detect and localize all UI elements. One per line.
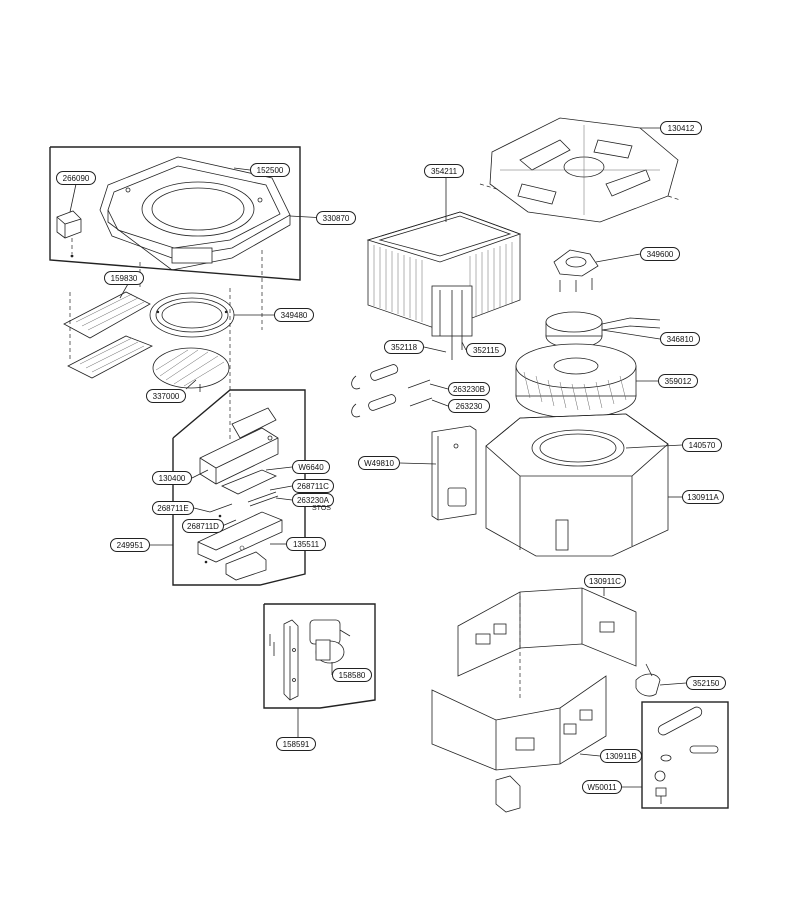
part-label-STOS: STOS bbox=[312, 505, 331, 512]
part-label-W6640: W6640 bbox=[292, 460, 330, 474]
part-label-359012: 359012 bbox=[658, 374, 698, 388]
drain-pump-group-frame bbox=[263, 603, 376, 709]
accessory-kit-frame bbox=[641, 701, 729, 809]
part-label-130911C: 130911C bbox=[584, 574, 626, 588]
part-label-354211: 354211 bbox=[424, 164, 464, 178]
control-box-group-frame bbox=[172, 389, 306, 586]
part-label-352115: 352115 bbox=[466, 343, 506, 357]
motor-mount-part bbox=[553, 249, 599, 292]
control-box-base-part bbox=[197, 503, 283, 581]
fan-motor-part bbox=[545, 311, 661, 349]
part-label-346810: 346810 bbox=[660, 332, 700, 346]
fan-guard-grille-part bbox=[152, 347, 230, 392]
leader-lines bbox=[69, 127, 687, 788]
turbo-fan-part bbox=[515, 343, 637, 419]
sensor-and-clip-parts bbox=[351, 364, 433, 418]
side-panel-lower-part bbox=[431, 675, 607, 813]
part-label-W50011: W50011 bbox=[582, 780, 622, 794]
part-label-158580: 158580 bbox=[332, 668, 372, 682]
side-panel-upper-part bbox=[457, 587, 637, 700]
part-label-330870: 330870 bbox=[316, 211, 356, 225]
part-label-263230: 263230 bbox=[448, 399, 490, 413]
top-mounting-plate-part bbox=[479, 117, 681, 223]
part-label-263230A: 263230A bbox=[292, 493, 334, 507]
part-label-140570: 140570 bbox=[682, 438, 722, 452]
part-label-349480: 349480 bbox=[274, 308, 314, 322]
part-label-352150: 352150 bbox=[686, 676, 726, 690]
part-label-266090: 266090 bbox=[56, 171, 96, 185]
part-label-W49810: W49810 bbox=[358, 456, 400, 470]
part-label-130412: 130412 bbox=[660, 121, 702, 135]
part-label-130911B: 130911B bbox=[600, 749, 642, 763]
drain-pan-group-frame bbox=[49, 146, 301, 281]
part-label-158591: 158591 bbox=[276, 737, 316, 751]
part-label-337000: 337000 bbox=[146, 389, 186, 403]
control-box-cover-part bbox=[199, 407, 279, 507]
part-label-268711C: 268711C bbox=[292, 479, 334, 493]
part-label-263230B: 263230B bbox=[448, 382, 490, 396]
drain-pump-part bbox=[309, 619, 351, 664]
part-label-159830: 159830 bbox=[104, 271, 144, 285]
part-label-249951: 249951 bbox=[110, 538, 150, 552]
accessory-kit-parts bbox=[654, 706, 719, 804]
part-label-349600: 349600 bbox=[640, 247, 680, 261]
part-label-130911A: 130911A bbox=[682, 490, 724, 504]
drain-plug-part bbox=[56, 210, 82, 258]
drain-hose-part bbox=[635, 663, 661, 697]
heat-exchanger-coil-part bbox=[366, 211, 522, 360]
part-label-135511: 135511 bbox=[286, 537, 326, 551]
panel-ring-part bbox=[149, 292, 235, 338]
air-filter-part bbox=[63, 262, 153, 379]
part-label-130400: 130400 bbox=[152, 471, 192, 485]
part-label-268711D: 268711D bbox=[182, 519, 224, 533]
part-label-352118: 352118 bbox=[384, 340, 424, 354]
cabinet-casing-part bbox=[485, 413, 669, 557]
drain-pan-frame-part bbox=[99, 156, 291, 271]
part-label-152500: 152500 bbox=[250, 163, 290, 177]
electrical-plate-part bbox=[431, 425, 477, 521]
pump-bracket-part bbox=[269, 619, 299, 701]
part-label-268711E: 268711E bbox=[152, 501, 194, 515]
